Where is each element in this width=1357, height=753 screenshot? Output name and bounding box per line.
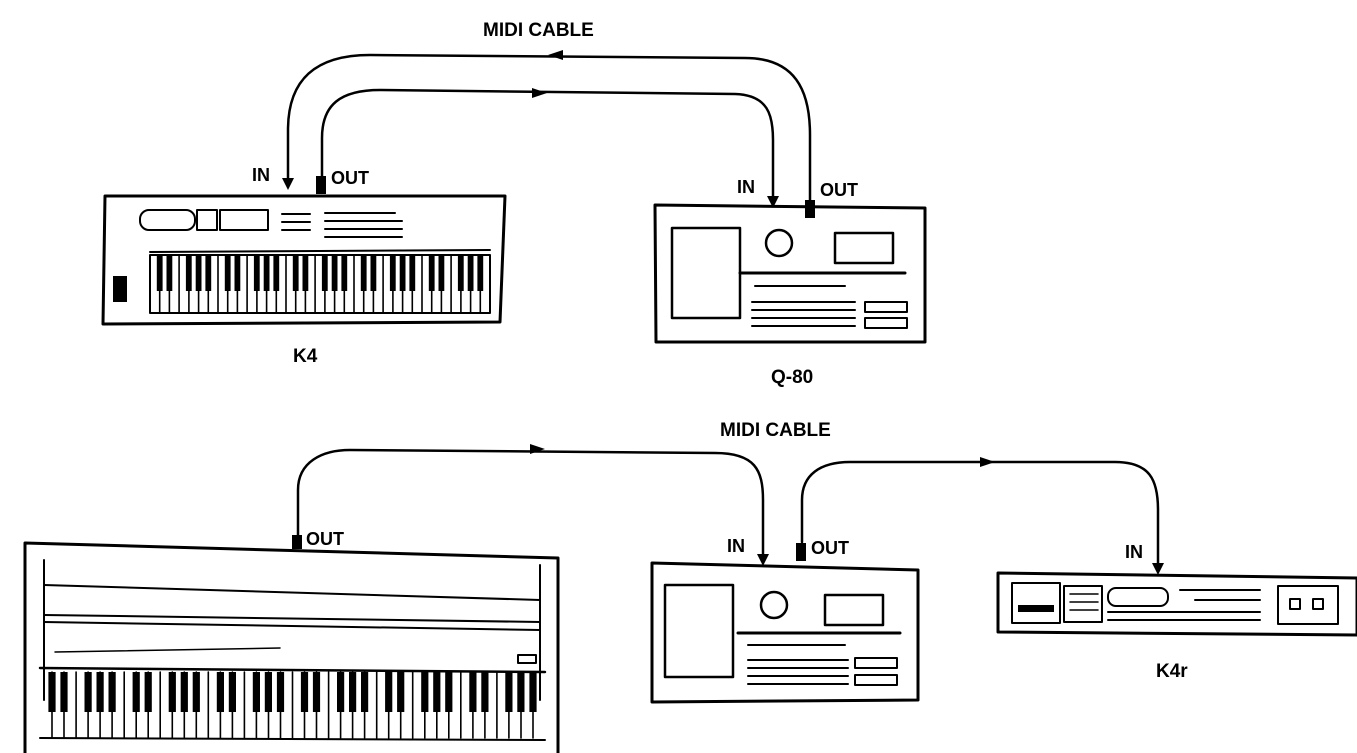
top-cable-inner <box>320 88 775 200</box>
q80-in-label: IN <box>737 177 755 197</box>
k4r-rack-module: K4r <box>996 571 1357 682</box>
top-cable-arrow-1 <box>548 50 563 60</box>
bottom-cable-label: MIDI CABLE <box>720 420 831 441</box>
k4-out-label: OUT <box>331 168 369 188</box>
bottom-cable-arrow-2 <box>980 457 995 467</box>
top-cable-label: MIDI CABLE <box>483 20 594 41</box>
seq-in-label: IN <box>727 536 745 556</box>
bottom-in-arrowhead-k4r <box>1152 563 1164 575</box>
top-in-arrowhead-q80 <box>767 196 779 208</box>
top-diagram: MIDI CABLE IN OUT IN OUT <box>101 20 927 388</box>
q80-sequencer: Q-80 <box>653 203 927 388</box>
k4-in-label: IN <box>252 165 270 185</box>
bottom-cable-1 <box>296 448 765 558</box>
k4r-device-label: K4r <box>1156 661 1188 682</box>
k4-keyboard: K4 <box>101 194 507 367</box>
q80-device-label: Q-80 <box>771 367 813 388</box>
k4-device-label: K4 <box>293 346 318 367</box>
q80-out-plug <box>805 200 815 218</box>
sequencer-bottom <box>650 561 920 704</box>
seq-out-plug <box>796 543 806 561</box>
bottom-cable-2 <box>800 460 1160 567</box>
q80-out-label: OUT <box>820 180 858 200</box>
master-keyboard <box>23 541 560 753</box>
top-cable-arrow-2 <box>532 88 547 98</box>
bottom-in-arrowhead-seq <box>757 554 769 566</box>
bottom-cable-arrow-1 <box>530 444 545 454</box>
bottom-diagram: MIDI CABLE OUT IN OUT IN <box>23 420 1357 753</box>
controller-out-label: OUT <box>306 529 344 549</box>
k4r-in-label: IN <box>1125 542 1143 562</box>
controller-out-plug <box>292 535 302 549</box>
top-in-arrowhead-k4 <box>282 178 294 190</box>
k4-out-plug <box>316 176 326 194</box>
seq-out-label: OUT <box>811 538 849 558</box>
